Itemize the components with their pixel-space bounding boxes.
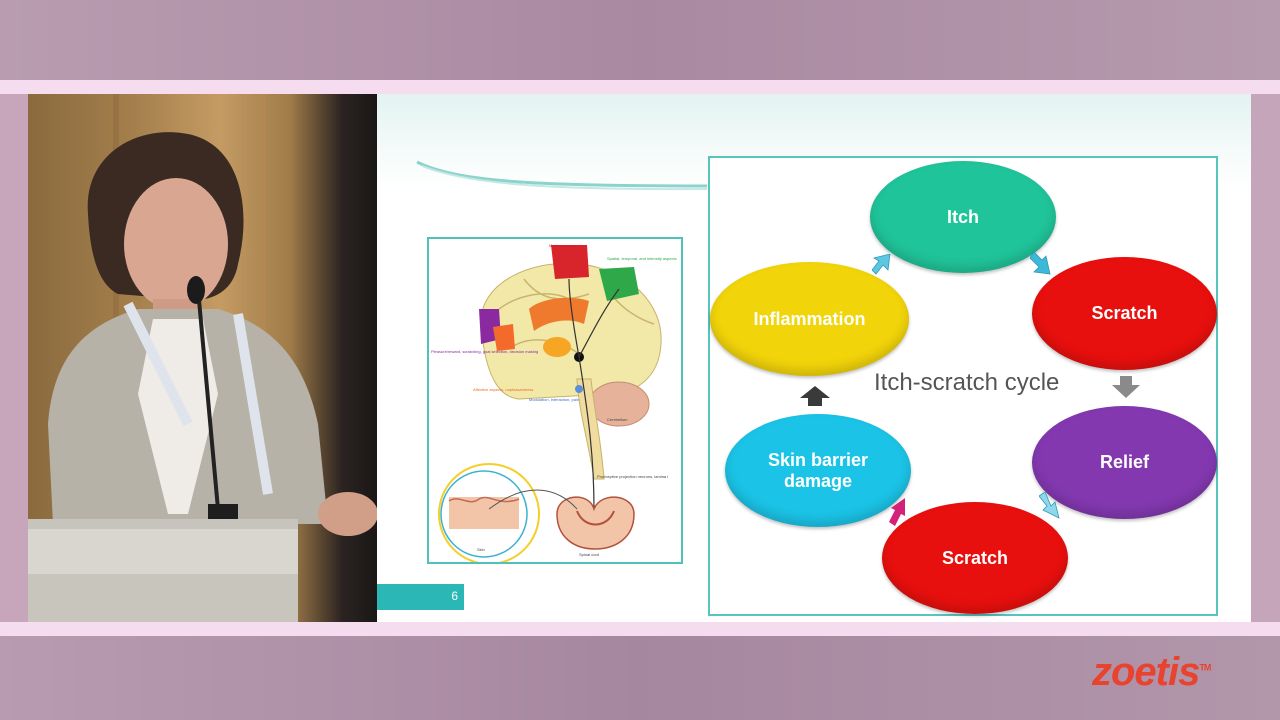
brain-label-skin: Skin (477, 547, 485, 552)
zoetis-logo: zoetisTM (1092, 650, 1211, 695)
bottom-pink-strip (0, 622, 1280, 636)
brain-label-pleasure: Pleasure/reward, scratching, goal select… (431, 349, 539, 354)
brain-label-motor: Motor response (549, 243, 577, 248)
brain-label-projection: Pruriceptive projection neurons, lamina … (597, 474, 669, 479)
slide-page-number-box: 6 (377, 584, 464, 610)
logo-text: zoetis (1092, 650, 1200, 694)
cycle-title: Itch-scratch cycle (874, 369, 1060, 396)
cycle-node-scratch-bottom-label: Scratch (941, 547, 1009, 568)
presentation-slide: Motor response Spatial, temporal, and in… (377, 94, 1251, 622)
header-swoosh (416, 160, 708, 191)
slide-page-number: 6 (451, 589, 458, 603)
cycle-node-inflammation: Inflammation (710, 262, 909, 376)
arrow-icon-relief-to-scratch (1039, 492, 1060, 519)
cycle-node-skin-barrier-label: Skin barrier damage (767, 449, 869, 491)
cycle-node-relief-label: Relief (1099, 452, 1150, 472)
brain-label-cerebellum: Cerebellum (607, 417, 628, 422)
logo-trademark: TM (1199, 662, 1211, 673)
top-pink-strip (0, 80, 1280, 94)
cycle-node-scratch-top-label: Scratch (1091, 303, 1158, 323)
left-margin-bar (0, 94, 28, 622)
top-background-band (0, 0, 1280, 80)
bottom-background-band (0, 636, 1280, 720)
cycle-node-itch-label: Itch (946, 206, 979, 227)
arrow-icon-skin-to-inflammation (800, 386, 830, 406)
right-margin-bar (1251, 94, 1280, 622)
speaker-illustration (28, 94, 377, 622)
cycle-node-skin-barrier: Skin barrier damage (725, 414, 911, 527)
brain-illustration (438, 245, 662, 565)
brain-label-modulation: Modulation, interaction, pain (529, 397, 580, 402)
cycle-node-relief: Relief (1032, 406, 1217, 519)
arrow-icon-inflammation-to-itch (872, 254, 891, 275)
cycle-node-scratch-bottom: Scratch (882, 502, 1068, 614)
arrow-icon-scratch-to-relief (1112, 376, 1140, 398)
cycle-node-inflammation-label: Inflammation (753, 308, 866, 329)
arrow-icon-itch-to-scratch (1030, 251, 1051, 275)
cycle-node-scratch-top: Scratch (1032, 257, 1217, 370)
speaker-video (28, 94, 377, 622)
arrow-icon-scratch-to-skin (889, 498, 905, 526)
brain-figure-frame: Motor response Spatial, temporal, and in… (427, 237, 683, 565)
brain-label-spinal-cord: Spinal cord (579, 552, 600, 557)
brain-label-spatial: Spatial, temporal, and intensity aspects (607, 256, 677, 261)
cycle-node-itch: Itch (870, 161, 1056, 273)
brain-label-affective: Affective aspects, unpleasantness (473, 387, 534, 392)
